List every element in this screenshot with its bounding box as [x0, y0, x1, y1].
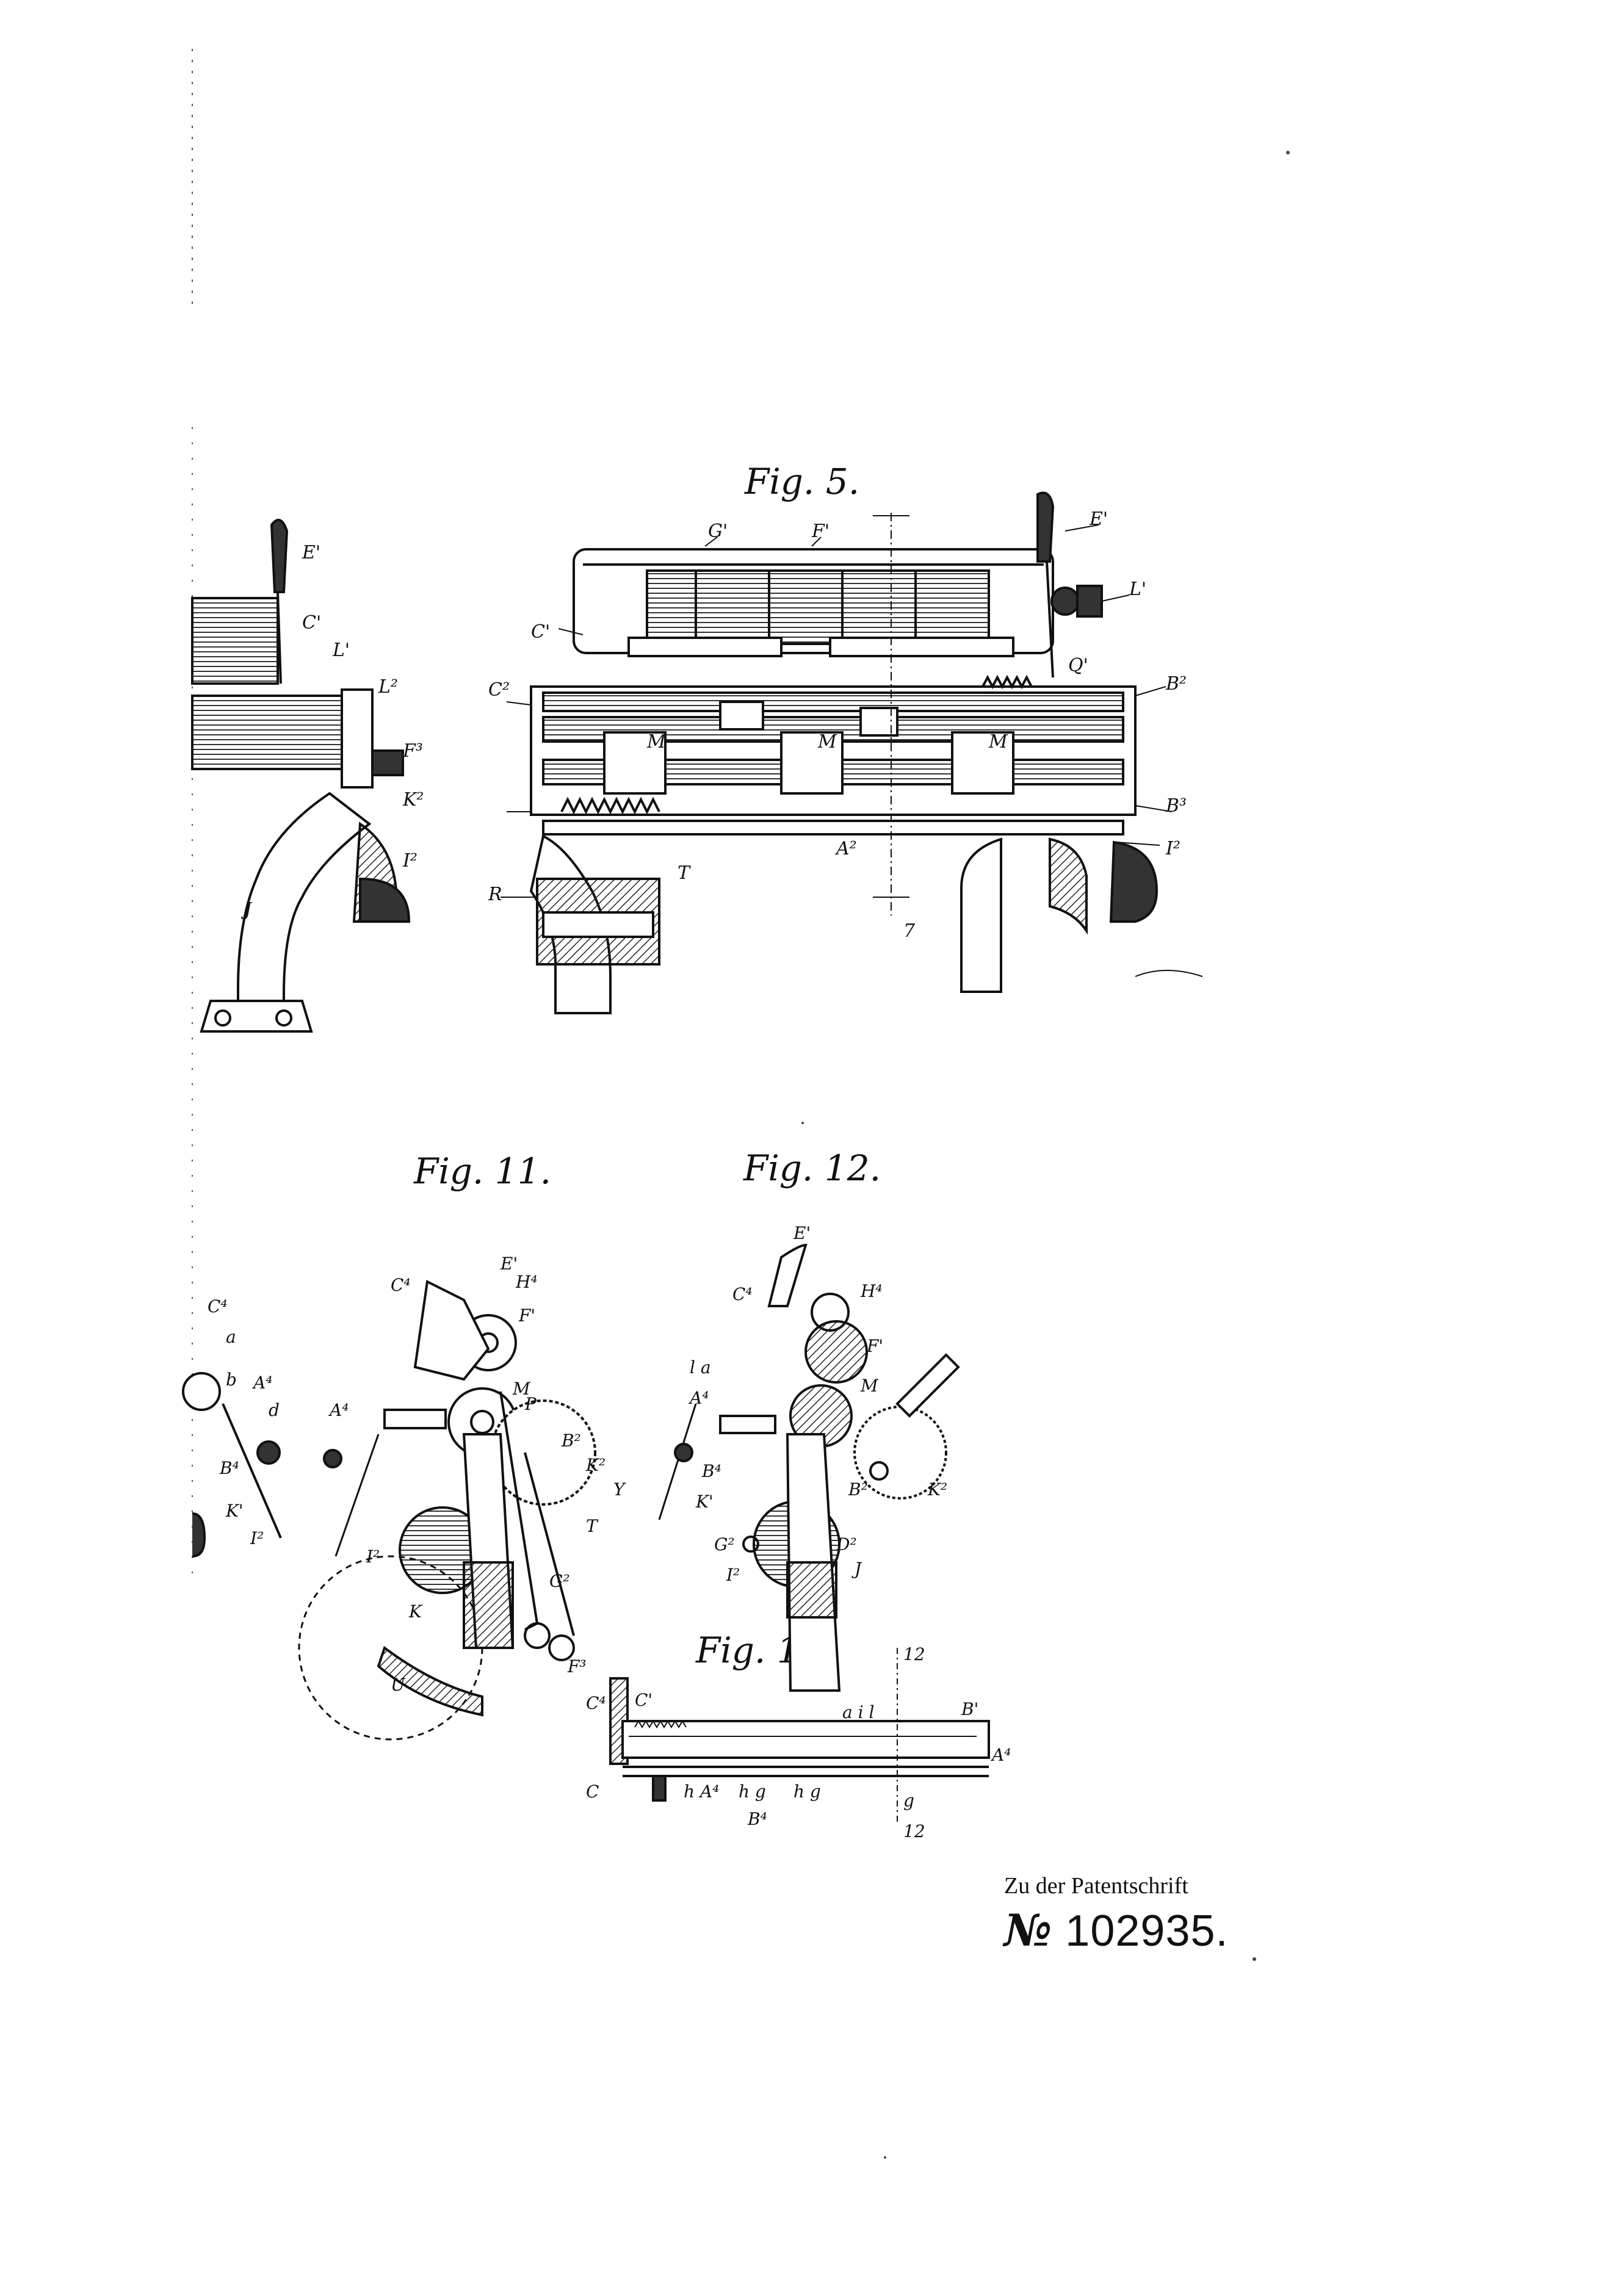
svg-text:F': F'	[866, 1336, 883, 1356]
svg-text:C': C'	[635, 1690, 652, 1710]
svg-text:K': K'	[695, 1492, 714, 1512]
svg-text:C⁴: C⁴	[208, 1296, 228, 1316]
svg-text:L': L'	[1129, 579, 1146, 600]
svg-text:T: T	[678, 862, 691, 884]
svg-text:I²: I²	[1165, 838, 1180, 859]
svg-text:Y: Y	[613, 1479, 626, 1500]
svg-text:b: b	[226, 1370, 237, 1390]
left-partial-frame-drawing: E' C' L' L² F³ K² I² J	[191, 519, 424, 1033]
svg-text:H⁴: H⁴	[860, 1281, 883, 1301]
svg-text:E': E'	[793, 1223, 811, 1243]
svg-text:E': E'	[500, 1254, 518, 1274]
svg-text:g: g	[903, 1791, 914, 1811]
left-partial-gear-drawing: C⁴ a b A⁴ dB⁴ K' I²	[182, 1296, 282, 1558]
svg-text:F': F'	[518, 1305, 535, 1326]
svg-text:7: 7	[903, 920, 916, 942]
svg-text:Q': Q'	[1068, 655, 1088, 676]
svg-text:M: M	[646, 731, 667, 753]
svg-text:H⁴: H⁴	[515, 1272, 538, 1292]
svg-text:B²: B²	[848, 1479, 868, 1500]
fig12-section-drawing: E' H⁴ F' M C⁴ l a A⁴ B⁴ K' G² B² K² D² J I²	[658, 1223, 960, 1692]
svg-text:B⁴: B⁴	[747, 1809, 767, 1829]
svg-text:P: P	[524, 1394, 537, 1414]
fig11-label: Fig. 11.	[414, 1150, 552, 1192]
svg-text:M: M	[817, 731, 837, 753]
svg-text:C': C'	[302, 612, 321, 634]
svg-text:B²: B²	[561, 1431, 581, 1451]
patent-caption: Zu der Patentschrift	[1004, 1873, 1188, 1899]
svg-text:I²: I²	[402, 850, 417, 872]
number-value: 102935.	[1065, 1907, 1229, 1955]
svg-text:12: 12	[903, 1644, 925, 1664]
svg-text:l a: l a	[690, 1357, 711, 1377]
svg-text:G²: G²	[549, 1571, 570, 1591]
number-prefix: №	[1004, 1904, 1053, 1956]
svg-text:12: 12	[903, 1821, 925, 1841]
svg-text:C⁴: C⁴	[391, 1275, 411, 1295]
svg-text:K: K	[408, 1601, 423, 1622]
svg-text:R: R	[488, 884, 502, 905]
svg-text:K²: K²	[927, 1479, 947, 1500]
svg-text:a: a	[226, 1327, 236, 1347]
svg-text:A⁴: A⁴	[251, 1373, 272, 1393]
svg-text:C⁴: C⁴	[732, 1284, 753, 1304]
svg-text:J: J	[240, 899, 253, 920]
svg-text:E': E'	[302, 542, 320, 563]
svg-text:B³: B³	[1165, 795, 1187, 817]
svg-text:L': L'	[332, 640, 350, 661]
svg-text:C': C'	[531, 621, 550, 643]
svg-text:D²: D²	[836, 1534, 857, 1554]
svg-text:h A⁴: h A⁴	[684, 1782, 719, 1802]
svg-text:J: J	[851, 1559, 862, 1579]
svg-text:C⁴: C⁴	[586, 1693, 606, 1713]
fig13-rack-drawing: C⁴ C' a i l 12 B' A⁴ h A⁴ h g h g g B⁴ 12 C	[586, 1644, 1011, 1841]
svg-text:C²: C²	[488, 679, 510, 701]
svg-text:B': B'	[961, 1699, 978, 1719]
svg-text:E': E'	[1089, 508, 1108, 530]
svg-text:K²: K²	[585, 1455, 605, 1475]
svg-text:A⁴: A⁴	[688, 1388, 709, 1408]
svg-text:B⁴: B⁴	[701, 1461, 721, 1481]
svg-text:h g: h g	[793, 1782, 821, 1802]
svg-text:M: M	[860, 1376, 879, 1396]
svg-text:M: M	[988, 731, 1008, 753]
svg-text:A²: A²	[834, 838, 857, 859]
svg-text:C: C	[586, 1782, 599, 1802]
svg-text:F': F'	[811, 521, 830, 542]
paper-specks	[801, 151, 1290, 2159]
patent-number: № 102935.	[1004, 1904, 1229, 1956]
fig5-carriage-drawing: G' F' E' L' C' Q' B² B³ I² C² R T A² 7 M M M	[488, 491, 1203, 1014]
svg-text:A⁴: A⁴	[990, 1745, 1011, 1765]
svg-text:L²: L²	[378, 676, 398, 698]
svg-text:B²: B²	[1165, 673, 1187, 695]
fig12-label: Fig. 12.	[743, 1147, 881, 1189]
svg-text:h g: h g	[739, 1782, 766, 1802]
svg-text:F³: F³	[567, 1656, 587, 1677]
svg-text:K': K'	[225, 1501, 244, 1521]
svg-text:B⁴: B⁴	[219, 1458, 239, 1478]
svg-text:I²: I²	[366, 1547, 380, 1567]
svg-text:G': G'	[708, 521, 728, 542]
svg-text:T: T	[586, 1516, 599, 1536]
svg-text:G²: G²	[714, 1534, 735, 1554]
svg-text:K²: K²	[402, 789, 424, 810]
svg-text:M: M	[512, 1379, 531, 1399]
svg-text:d: d	[269, 1400, 280, 1420]
fig5-label: Fig. 5.	[745, 461, 860, 502]
svg-text:I²: I²	[726, 1565, 740, 1585]
svg-text:I²: I²	[250, 1528, 264, 1548]
svg-text:A⁴: A⁴	[328, 1400, 349, 1420]
svg-text:U: U	[391, 1675, 406, 1695]
svg-text:F³: F³	[402, 740, 423, 762]
svg-text:a i l: a i l	[842, 1702, 874, 1722]
